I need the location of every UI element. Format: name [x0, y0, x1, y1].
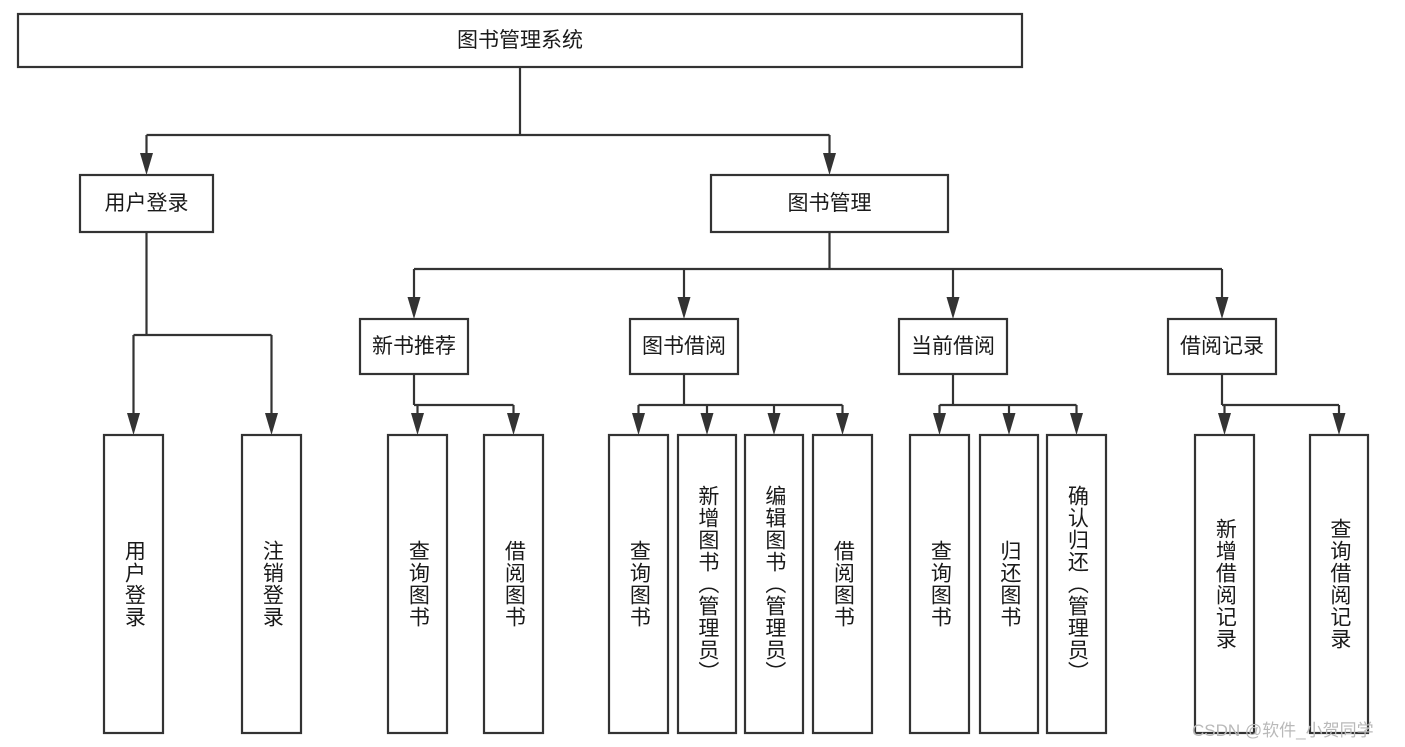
node-leaf-user-login[interactable]	[102, 433, 165, 735]
node-borrow-record[interactable]: 借阅记录	[1166, 317, 1278, 376]
node-box	[908, 433, 971, 735]
node-book-borrow[interactable]: 图书借阅	[628, 317, 740, 376]
arrow-head-icon	[407, 297, 421, 319]
node-leaf-query-book-3[interactable]	[908, 433, 971, 735]
node-leaf-query-book-1[interactable]	[386, 433, 449, 735]
node-leaf-logout[interactable]	[240, 433, 303, 735]
node-user-login[interactable]: 用户登录	[78, 173, 215, 234]
arrow-head-icon	[933, 413, 946, 435]
node-box	[102, 433, 165, 735]
arrow-head-icon	[1002, 413, 1016, 435]
node-box	[897, 317, 1009, 376]
node-box	[358, 317, 470, 376]
node-box	[1045, 433, 1108, 735]
node-label: 图书管理系统	[457, 29, 583, 52]
arrow-head-icon	[946, 297, 960, 319]
node-box	[16, 12, 1024, 69]
arrow-head-icon	[140, 153, 153, 175]
arrow-head-icon	[1215, 297, 1229, 319]
node-leaf-add-book[interactable]	[676, 433, 738, 735]
arrow-head-icon	[1332, 413, 1346, 435]
node-label: 借阅记录	[1180, 335, 1264, 358]
arrow-head-icon	[632, 413, 645, 435]
node-book-manage[interactable]: 图书管理	[709, 173, 950, 234]
arrow-head-icon	[1070, 413, 1083, 435]
node-box	[1308, 433, 1370, 735]
arrow-head-icon	[1218, 413, 1231, 435]
arrow-head-icon	[823, 153, 836, 175]
node-label: 当前借阅	[911, 335, 995, 358]
node-new-book-rec[interactable]: 新书推荐	[358, 317, 470, 376]
arrow-head-icon	[411, 413, 424, 435]
node-box	[743, 433, 805, 735]
node-box	[482, 433, 545, 735]
node-box	[78, 173, 215, 234]
arrow-head-icon	[265, 413, 278, 435]
node-box	[607, 433, 670, 735]
arrow-head-icon	[507, 413, 520, 435]
node-box	[1166, 317, 1278, 376]
arrow-head-icon	[677, 297, 691, 319]
node-box	[1193, 433, 1256, 735]
node-box	[628, 317, 740, 376]
node-box	[676, 433, 738, 735]
node-root[interactable]: 图书管理系统	[16, 12, 1024, 69]
connector-layer	[127, 67, 1346, 435]
node-leaf-borrow-book-1[interactable]	[482, 433, 545, 735]
node-leaf-return-book[interactable]	[978, 433, 1040, 735]
node-leaf-edit-book[interactable]	[743, 433, 805, 735]
node-leaf-add-record[interactable]	[1193, 433, 1256, 735]
node-box	[386, 433, 449, 735]
node-label: 新书推荐	[372, 335, 456, 358]
arrow-head-icon	[700, 413, 714, 435]
node-box	[978, 433, 1040, 735]
node-leaf-query-book-2[interactable]	[607, 433, 670, 735]
node-current-borrow[interactable]: 当前借阅	[897, 317, 1009, 376]
arrow-head-icon	[767, 413, 781, 435]
node-leaf-confirm-return[interactable]	[1045, 433, 1108, 735]
arrow-head-icon	[127, 413, 140, 435]
node-box	[709, 173, 950, 234]
node-leaf-query-record[interactable]	[1308, 433, 1370, 735]
node-label: 图书管理	[788, 192, 872, 215]
node-label: 图书借阅	[642, 335, 726, 358]
arrow-head-icon	[836, 413, 849, 435]
node-leaf-borrow-book-2[interactable]	[811, 433, 874, 735]
csdn-watermark: CSDN @软件_小贺同学	[1192, 721, 1374, 740]
node-box	[240, 433, 303, 735]
node-box	[811, 433, 874, 735]
node-label: 用户登录	[105, 192, 189, 215]
